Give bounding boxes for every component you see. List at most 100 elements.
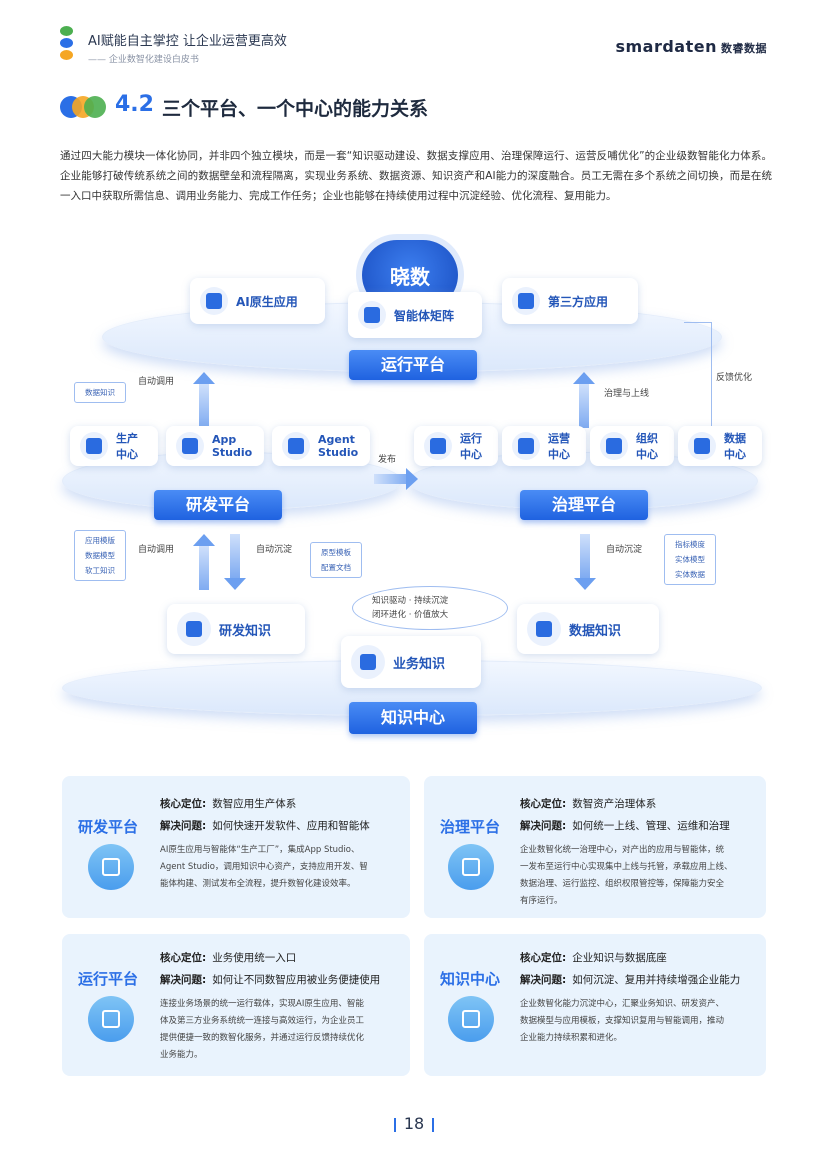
data-knowledge-tag: 数据知识 [74,382,126,403]
card-ai-native-app[interactable]: AI原生应用 [190,278,325,324]
desc-line: 业务能力。 [160,1050,203,1060]
header-title: AI赋能自主掌控 让企业运营更高效 [88,34,287,49]
orange-dot [60,50,73,60]
desc-line: 企业能力持续积累和进化。 [520,1033,623,1043]
info-card-knowledge: 知识中心 核心定位:企业知识与数据底座 解决问题:如何沉淀、复用并持续增强企业能… [424,934,766,1076]
brand-logo: smardaten 数睿数据 [615,37,767,56]
card-dev-knowledge[interactable]: 研发知识 [167,604,305,654]
tag-data-model: 数据模型 [85,551,115,560]
card-label: 第三方应用 [548,294,609,309]
arrow-auto-call-up-2 [193,534,215,590]
users-icon [600,432,628,460]
card-data-center[interactable]: 数据中心 [678,426,762,466]
section-title: 三个平台、一个中心的能力关系 [162,98,429,120]
desc-line: 企业数智化统一治理中心，对产出的应用与智能体，统 [520,845,725,855]
card-line1: Agent [318,433,355,446]
card-line2: 中心 [724,448,746,461]
tag-metric-dim: 指标模度 [675,540,705,549]
card-data-knowledge[interactable]: 数据知识 [517,604,659,654]
core-value: 数智应用生产体系 [212,798,297,810]
cycle-line2: 闭环进化 · 价值放大 [372,610,449,620]
tag-soft-knowledge: 软工知识 [85,566,115,575]
card-label: AI原生应用 [236,294,298,309]
header-subtitle: —— 企业数智化建设白皮书 [88,55,199,65]
pie-chart-icon [512,432,540,460]
desc-line: 一发布至运行中心实现集中上线与托管，承载应用上线、 [520,862,733,872]
mid-tags: 原型模板 配置文档 [310,542,362,578]
card-line2: Studio [212,446,253,459]
brand-name-cn: 数睿数据 [721,42,767,55]
tag-prototype-template: 原型模板 [321,548,351,557]
arrow-auto-call-up [193,372,215,428]
card-label: 数据知识 [569,623,622,639]
feedback-label: 反馈优化 [716,373,753,383]
section-icon [60,96,106,118]
info-desc: 企业数智化统一治理中心，对产出的应用与智能体，统 一发布至运行中心实现集中上线与… [520,842,756,910]
tag-app-template: 应用模版 [85,536,115,545]
run-platform-label: 运行平台 [349,350,477,380]
gov-platform-label: 治理平台 [520,490,648,520]
arrow-auto-deposit-down [224,534,246,590]
blue-dot [60,38,73,48]
info-card-dev: 研发平台 核心定位:数智应用生产体系 解决问题:如何快速开发软件、应用和智能体 … [62,776,410,918]
card-run-center[interactable]: 运行中心 [414,426,498,466]
auto-call-label-top: 自动调用 [138,377,175,387]
card-label: 生产中心 [116,430,138,462]
card-line1: 数据 [724,432,746,445]
database-icon [527,612,561,646]
card-label: 数据中心 [724,430,746,462]
core-label: 核心定位: [160,798,207,810]
card-ops-center[interactable]: 运营中心 [502,426,586,466]
card-line1: 运营 [548,432,570,445]
card-line1: App [212,433,237,446]
network-icon [88,996,134,1042]
right-tags: 指标模度 实体模型 实体数据 [664,534,716,585]
tag-config-doc: 配置文档 [321,563,351,572]
green-dot [60,26,73,36]
bar-left [393,1117,396,1132]
monitor-chart-icon [424,432,452,460]
solve-value: 如何让不同数智应用被业务便捷使用 [212,974,381,986]
briefcase-icon [351,645,385,679]
card-label: 智能体矩阵 [394,308,455,323]
info-title: 研发平台 [78,818,139,836]
card-production-center[interactable]: 生产中心 [70,426,158,466]
info-solve: 解决问题: 如何让不同数智应用被业务便捷使用 [160,972,380,987]
cubes-icon [512,287,540,315]
core-label: 核心定位: [160,952,207,964]
core-value: 业务使用统一入口 [212,952,297,964]
card-org-center[interactable]: 组织中心 [590,426,674,466]
brand-name: smardaten [615,37,717,56]
card-agent-matrix[interactable]: 智能体矩阵 [348,292,482,338]
desc-line: Agent Studio，调用知识中心资产，支持应用开发、智 [160,862,368,872]
card-business-knowledge[interactable]: 业务知识 [341,636,481,688]
tag-entity-model: 实体模型 [675,555,705,564]
card-line1: 运行 [460,432,482,445]
publish-arrow-head [406,468,418,490]
desc-line: 连接业务场景的统一运行载体，实现AI原生应用、智能 [160,999,364,1009]
page-number-value: 18 [403,1114,425,1133]
document-icon [448,844,494,890]
card-line2: 中心 [636,448,658,461]
robot-icon [358,301,386,329]
solve-label: 解决问题: [160,974,207,986]
card-label: 研发知识 [219,623,272,639]
core-label: 核心定位: [520,798,567,810]
desc-line: 提供便捷一致的数智化服务，并通过运行反馈持续优化 [160,1033,365,1043]
ai-cube-icon [200,287,228,315]
card-third-party-app[interactable]: 第三方应用 [502,278,638,324]
knowledge-center-label: 知识中心 [349,702,477,734]
desc-line: 数据模型与应用模板，支撑知识复用与智能调用，推动 [520,1016,725,1026]
card-line2: 中心 [548,448,570,461]
desc-line: 体及第三方业务系统统一连接与高效运行，为企业员工 [160,1016,365,1026]
card-label: 业务知识 [393,656,446,672]
solve-label: 解决问题: [520,974,567,986]
database-icon [688,432,716,460]
core-value: 企业知识与数据底座 [572,952,667,964]
desc-line: 能体构建、测试发布全流程，提升数智化建设效率。 [160,879,356,889]
card-line2: 中心 [460,448,482,461]
